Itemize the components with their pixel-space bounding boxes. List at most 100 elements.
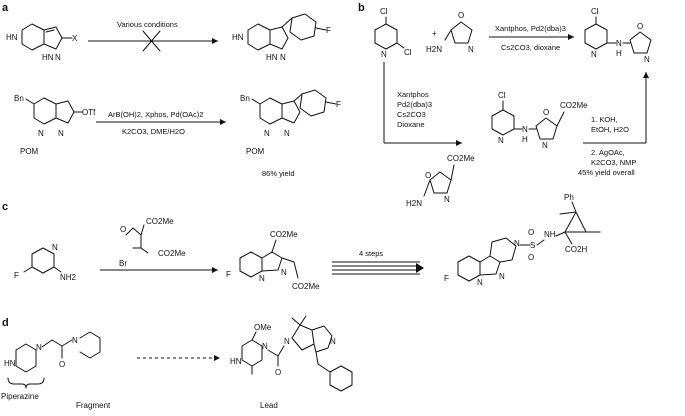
atom-n-mid2: N	[522, 125, 528, 134]
atom-n-bp3: N	[644, 55, 650, 64]
arrow-b-top: Xantphos, Pd2(dba)3 Cs2CO3, dioxane	[489, 24, 574, 52]
atom-f-p2: F	[336, 100, 341, 109]
arrow-a-bottom: ArB(OH)2, Xphos, Pd(OAc)2 K2CO3, DME/H2O	[96, 110, 226, 136]
atom-n-c3: N	[281, 268, 287, 277]
cond-xantphos: Xantphos	[397, 90, 429, 99]
atom-x: X	[72, 34, 78, 43]
atom-co2me-r: CO2Me	[447, 154, 475, 163]
atom-nh2: NH2	[60, 273, 77, 282]
cond-agoac: 2. AgOAc,	[591, 148, 625, 157]
panel-label-d: d	[2, 317, 9, 329]
atom-n-pyr: N	[381, 50, 387, 59]
atom-n-d1: N	[36, 343, 42, 352]
atom-h2n-r: H2N	[406, 199, 422, 208]
atom-o-s1: O	[528, 228, 534, 237]
atom-n-a2: N	[38, 129, 44, 138]
atom-ome: OMe	[254, 323, 272, 332]
atom-co2me-c1: CO2Me	[146, 217, 174, 226]
atom-hn-p: HN	[232, 33, 244, 42]
atom-n-mid: N	[498, 136, 504, 145]
structure-d-fragment: HN N O N Piperazine Fragment	[1, 331, 111, 410]
atom-s: S	[530, 241, 535, 250]
atom-o-r: O	[425, 171, 431, 180]
atom-bn-p: Bn	[240, 94, 250, 103]
cond-koh: 1. KOH,	[591, 115, 618, 124]
atom-h-bp: H	[616, 49, 622, 58]
condition-b-top1: Xantphos, Pd2(dba)3	[495, 24, 566, 33]
atom-n-p2b: N	[284, 129, 290, 138]
atom-co2me-c2: CO2Me	[158, 249, 186, 258]
atom-o-ox: O	[458, 11, 464, 20]
atom-n: N	[55, 53, 61, 62]
structure-d-lead: OMe HN N O N N Lead	[230, 315, 353, 410]
structure-a2-product: Bn F N N POM 86% yield	[240, 89, 341, 178]
structure-c-intermediate: F N N CO2Me CO2Me	[226, 230, 320, 291]
atom-h-mid: H	[522, 135, 528, 144]
cond-etoh: EtOH, H2O	[591, 125, 629, 134]
structure-c-reagent: O CO2Me CO2Me Br	[119, 217, 186, 268]
atom-n-c1: N	[52, 243, 58, 252]
atom-n-a2b: N	[58, 129, 64, 138]
atom-f-c1: F	[14, 271, 19, 280]
atom-o-lead: O	[275, 368, 281, 377]
atom-n-p: N	[280, 53, 286, 62]
atom-n-lead1: N	[262, 342, 268, 351]
atom-cl-2: Cl	[404, 48, 412, 57]
structure-a-start: HN X HN N	[6, 23, 78, 62]
structure-a2-start: Bn OTf N N POM	[14, 94, 96, 156]
atom-hn-d: HN	[4, 359, 16, 368]
structure-c-aminopyridine: N NH2 F	[14, 243, 77, 282]
structure-b-aminooxazole: O N H2N	[426, 11, 474, 54]
atom-o-d1: O	[59, 360, 65, 369]
atom-f: F	[326, 26, 331, 35]
atom-ph: Ph	[564, 193, 574, 202]
label-piperazine: Piperazine	[1, 392, 39, 401]
panel-label-b: b	[358, 2, 365, 14]
atom-hn-2: HN	[42, 53, 54, 62]
atom-br: Br	[119, 259, 127, 268]
atom-n-mid3: N	[542, 141, 548, 150]
arrow-c-4steps: 4 steps	[332, 249, 424, 275]
atom-n-d2: N	[72, 336, 78, 345]
atom-n-c5: N	[499, 272, 505, 281]
label-4-steps: 4 steps	[359, 249, 383, 258]
atom-hn: HN	[6, 33, 18, 42]
cond-cs: Cs2CO3	[397, 110, 426, 119]
cond-pd: Pd2(dba)3	[397, 100, 432, 109]
structure-b-intermediate: Cl N N H O N CO2Me	[491, 91, 588, 150]
arrow-b-right: 1. KOH, EtOH, H2O 2. AgOAc, K2CO3, NMP 4…	[578, 72, 649, 177]
atom-f-c2: F	[226, 270, 231, 279]
structure-b-product: Cl N N H O N	[584, 7, 652, 64]
plus-sign: +	[432, 29, 437, 38]
condition-base: K2CO3, DME/H2O	[122, 127, 185, 136]
atom-o-bp: O	[637, 22, 643, 31]
structure-b-ester-oxazole: CO2Me O N H2N	[406, 154, 475, 208]
label-lead: Lead	[260, 401, 278, 410]
atom-o-mid: O	[543, 108, 549, 117]
atom-o-c: O	[120, 225, 126, 234]
label-fragment: Fragment	[76, 401, 111, 410]
condition-suzuki: ArB(OH)2, Xphos, Pd(OAc)2	[108, 110, 203, 119]
atom-n-bp2: N	[616, 39, 622, 48]
atom-hn-lead: HN	[230, 357, 242, 366]
atom-n-lead3: N	[330, 337, 336, 346]
atom-h2n: H2N	[426, 45, 442, 54]
atom-n-c4: N	[477, 278, 483, 287]
atom-pom: POM	[20, 147, 39, 156]
atom-n-lead2: N	[284, 337, 290, 346]
atom-hn-p2: HN	[266, 53, 278, 62]
atom-n-c2: N	[259, 274, 265, 283]
atom-co2me-c4: CO2Me	[292, 282, 320, 291]
panel-label-c: c	[2, 201, 8, 213]
atom-n-ox: N	[468, 45, 474, 54]
atom-n-c6: N	[514, 239, 520, 248]
atom-cl-bp: Cl	[591, 7, 599, 16]
atom-n-r: N	[444, 195, 450, 204]
atom-co2me-mid: CO2Me	[560, 101, 588, 110]
cond-k2co3: K2CO3, NMP	[591, 158, 636, 167]
atom-otf: OTf	[82, 108, 96, 117]
structure-b-dichloropyridine: Cl Cl N	[374, 7, 412, 59]
arrow-d-dashed	[137, 355, 220, 361]
atom-pom-p: POM	[246, 147, 265, 156]
